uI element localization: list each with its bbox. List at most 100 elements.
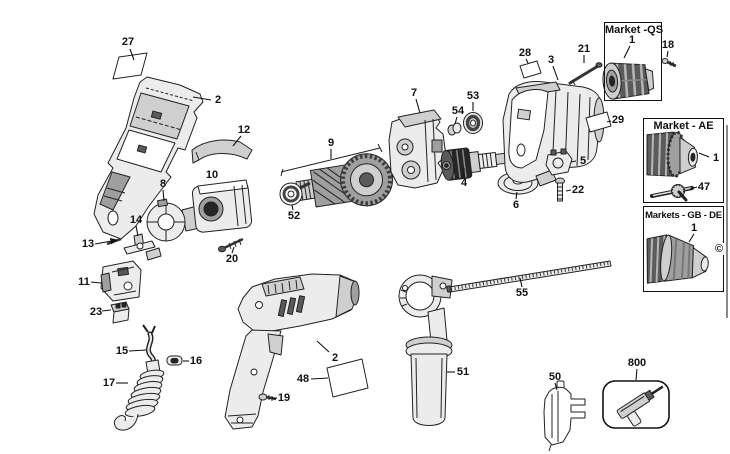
leader-line	[101, 309, 112, 312]
leader-line	[623, 45, 631, 59]
part-number-label: 9	[327, 137, 335, 149]
depth-rod-drawing	[446, 260, 612, 293]
part-number-label: 12	[237, 124, 251, 136]
bearing-53-drawing	[463, 112, 483, 134]
part-number-label: 27	[121, 36, 135, 48]
leader-line	[129, 48, 135, 61]
clamshell-housing-right-drawing	[502, 81, 605, 187]
part-number-label: 1	[628, 34, 636, 46]
leader-line	[192, 96, 212, 101]
part-number-label: 54	[451, 105, 465, 117]
leader-line	[162, 189, 165, 202]
capacitor-drawing	[110, 301, 130, 324]
part-number-label: 10	[205, 169, 219, 181]
leader-line	[554, 382, 558, 391]
chuck-key-drawing	[650, 184, 694, 202]
tool-thumbnail-drawing	[616, 385, 664, 427]
part-number-label: 48	[296, 373, 310, 385]
leader-line	[310, 377, 329, 380]
part-number-label: 4	[460, 177, 468, 189]
chuck-gbde-drawing	[646, 234, 709, 284]
part-number-label: 55	[515, 287, 529, 299]
part-number-label: 1	[712, 152, 720, 164]
part-number-label: 53	[466, 90, 480, 102]
leader-line	[128, 349, 148, 352]
drill-body-drawing	[224, 273, 360, 430]
leader-line	[525, 58, 529, 64]
label-sticker-27-drawing	[112, 52, 148, 80]
leader-line	[570, 160, 577, 163]
motor-housing-left-drawing	[93, 76, 204, 240]
part-number-label: 800	[627, 357, 647, 369]
leader-line	[291, 204, 294, 211]
tool-box-800	[602, 380, 670, 429]
leader-line	[519, 277, 523, 288]
part-number-label: 21	[577, 43, 591, 55]
market-box-gb-de-title: Markets - GB - DE	[645, 210, 722, 221]
bearing-cover-drawing	[191, 139, 253, 164]
part-number-label: 6	[512, 199, 520, 211]
label-sticker-48-drawing	[326, 358, 369, 398]
label-sticker-29-drawing	[585, 111, 612, 133]
leader-line	[688, 233, 695, 243]
selector-lever-drawing	[123, 233, 162, 261]
leader-line	[231, 246, 235, 254]
chuck-ae-drawing	[646, 130, 698, 178]
ring-54-drawing	[447, 122, 462, 136]
leader-line	[232, 135, 242, 147]
screw-19-drawing	[258, 393, 277, 401]
part-number-label: 17	[102, 377, 116, 389]
part-number-label: 28	[518, 47, 532, 59]
leader-line	[94, 237, 119, 245]
switch-drawing	[100, 260, 142, 302]
side-handle-drawing	[398, 274, 453, 426]
screw-20-drawing	[218, 237, 244, 253]
spindle-drawing	[440, 147, 512, 181]
leader-line	[515, 191, 518, 200]
label-sticker-28-drawing	[519, 60, 542, 79]
part-number-label: 19	[277, 392, 291, 404]
part-number-label: 7	[410, 87, 418, 99]
leader-line	[565, 189, 572, 192]
part-number-label: 1	[690, 222, 698, 234]
part-number-label: 20	[225, 253, 239, 265]
part-number-label: 51	[456, 366, 470, 378]
copyright-symbol: ©	[714, 243, 725, 255]
leader-line	[666, 50, 669, 58]
leader-line	[552, 65, 559, 81]
part-number-label: 15	[115, 345, 129, 357]
market-box-gb-de: Markets - GB - DE	[643, 206, 724, 292]
market-box-ae: Market - AE	[643, 118, 724, 203]
leader-line	[635, 368, 638, 381]
gear-case-drawing	[388, 109, 447, 189]
market-box-ae-title: Market - AE	[653, 120, 714, 132]
part-number-label: 11	[78, 276, 90, 288]
leader-line	[90, 281, 102, 284]
leader-line	[698, 152, 710, 158]
screw-18-drawing	[661, 58, 677, 68]
leader-line	[689, 186, 698, 190]
leader-line	[415, 98, 421, 114]
chuck-qs-drawing	[602, 62, 655, 100]
mains-plug-drawing	[543, 380, 586, 452]
part-number-label: 14	[129, 214, 143, 226]
bearing-52-drawing	[279, 181, 311, 206]
brush-holder-drawing	[545, 148, 573, 176]
part-number-label: 2	[331, 352, 339, 364]
part-number-label: 29	[611, 114, 625, 126]
part-number-label: 5	[579, 155, 587, 167]
screw-22-drawing	[555, 177, 565, 202]
part-number-label: 22	[571, 184, 585, 196]
part-number-label: 18	[661, 39, 675, 51]
leader-line	[454, 116, 458, 125]
market-box-qs: Market -QS	[604, 22, 664, 101]
part-number-label: 16	[189, 355, 203, 367]
leader-line	[135, 225, 139, 237]
part-number-label: 50	[548, 371, 562, 383]
callout-leader-lines	[90, 45, 710, 399]
part-number-label: 52	[287, 210, 301, 222]
part-number-label: 13	[81, 238, 95, 250]
market-box-qs-title: Market -QS	[605, 24, 664, 36]
cord-protector-drawing	[113, 359, 165, 431]
